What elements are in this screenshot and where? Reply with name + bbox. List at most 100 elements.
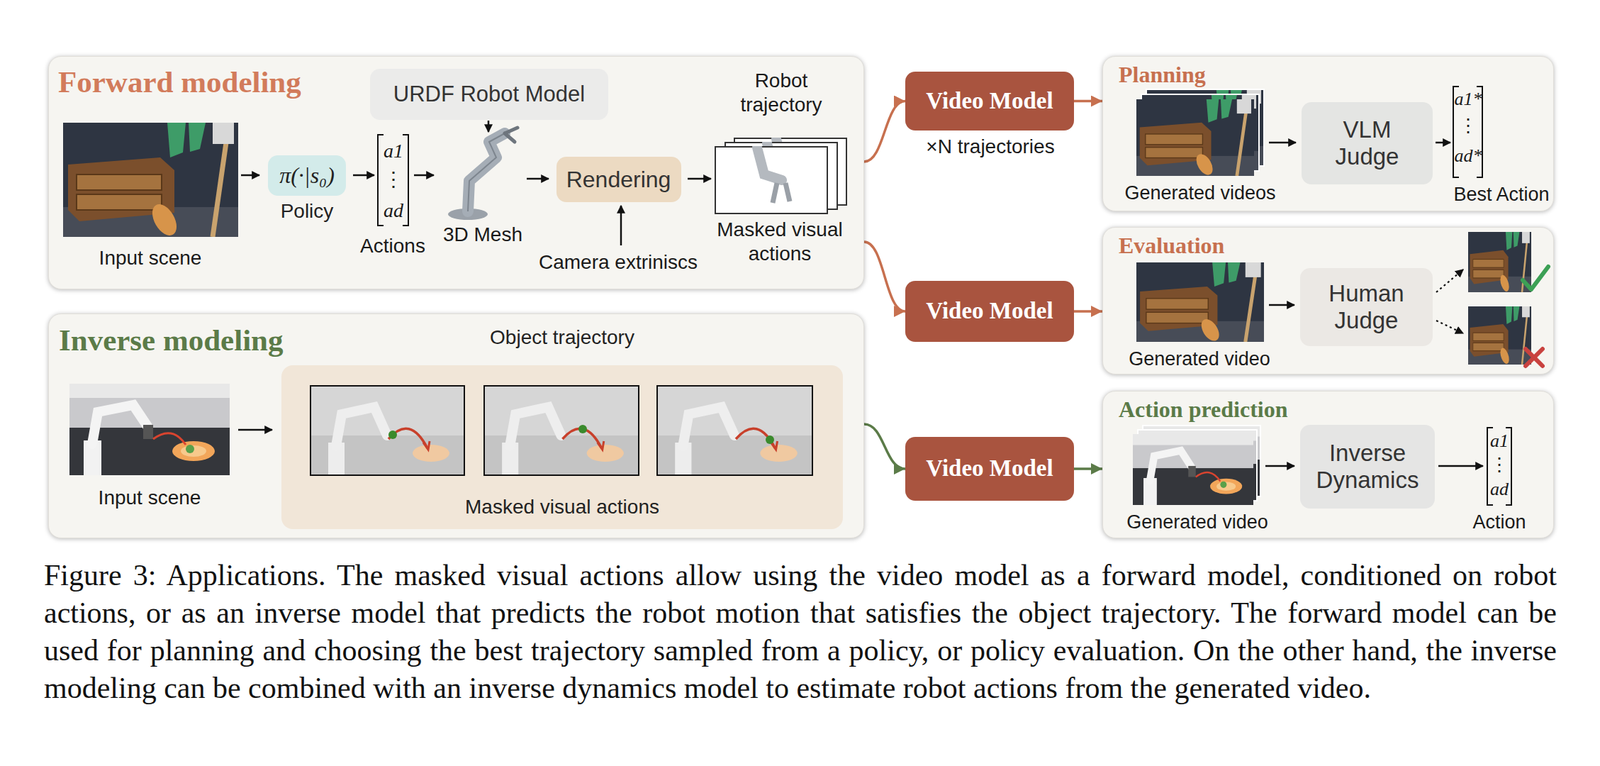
failure-cross [1525,348,1543,366]
flow-arrow [687,177,712,181]
box-label: π(·|s₀) [279,162,335,189]
flow-arrow [1268,141,1296,144]
generated-video-stack [1136,99,1255,178]
box-label: Video Model [925,455,1053,483]
video-model-box: Video Model [905,280,1074,342]
generated-video-stack [1132,425,1261,505]
annotation-label: Camera extriniscs [538,250,698,275]
masked-frame-stack [725,142,838,210]
panel-title: Evaluation [1118,231,1225,259]
robot-mesh [467,133,505,212]
flow-arrow [1438,465,1484,468]
flow-connector [1073,467,1103,471]
flow-arrow [1435,141,1451,144]
input-scene-image [63,122,239,240]
generated-video-stack [1132,433,1254,505]
masked-object-frame [310,385,465,475]
masked-object-frame [310,385,813,475]
vector-entry: a1 [1490,429,1509,452]
box-label: Video Model [925,87,1053,115]
generated-video-stack [1141,94,1260,173]
annotation-label: Input scene [98,485,202,510]
vector-entry: a1 [383,138,404,164]
vector-bracket [1453,86,1483,178]
flow-arrow [526,177,549,181]
panel-title: Inverse modeling [58,321,284,359]
band-label: Masked visual actions [465,494,660,519]
annotation-label: Actions [360,233,426,259]
judged-outcome-image [1468,306,1532,366]
masked-object-frame [765,435,775,444]
policy-box: π(·|s₀)Policy [267,155,346,196]
generated-video-stack [1146,89,1264,169]
robot-mesh [504,127,518,142]
generated-video-stack [1136,89,1264,178]
vector-entry: a1* [1454,87,1483,110]
video-model-box: Video Model [905,436,1074,501]
vector-entry: ⋮ [1458,114,1478,137]
flow-arrow [620,205,623,246]
annotation-label: Generated video [1126,510,1269,534]
masked-object-frame [388,430,397,439]
vector-bracket [1487,427,1512,505]
flow-arrow [238,428,273,432]
annotation-label: Robot trajectory [728,68,835,117]
masked-object-frame [657,385,813,475]
box-label: URDF Robot Model [393,81,585,108]
success-check [1522,266,1549,290]
generated-video-stack [1142,425,1261,497]
panel-title: Forward modeling [58,63,302,101]
flow-connector [1073,99,1103,103]
panel-title: Planning [1118,60,1206,88]
vector-entry: ⋮ [1490,453,1509,476]
judge-box: VLM Judge [1301,102,1433,185]
box-label: Video Model [925,297,1053,325]
input-scene-image [69,383,230,475]
flow-arrow [414,174,434,177]
annotation-label: Generated videos [1124,181,1276,205]
flow-arrow [1268,304,1295,307]
vector-entry: ⋮ [383,167,404,192]
annotation-label: Action [1472,510,1526,534]
flow-arrow [1265,465,1295,468]
figure-caption: Figure 3: Applications. The masked visua… [43,556,1557,707]
vector-entry: ad* [1454,144,1483,167]
flow-arrow [238,120,1484,466]
masked-frame-stack [734,138,847,205]
annotation-label: Best Action [1453,182,1549,206]
annotation-label: Input scene [99,245,203,271]
generated-video-stack [1137,429,1257,501]
band-heading: Object trajectory [489,325,635,350]
masked-object-frame [484,385,639,475]
flow-connector [1073,309,1103,313]
generated-video-stack [1137,429,1257,501]
vector-bracket [377,86,1512,505]
masked-frame-stack [715,138,847,214]
vector-bracket [377,134,409,226]
input-scene-image [69,383,230,475]
judge-box: Human Judge [1300,267,1433,346]
outcome-arrow [1436,269,1464,293]
generated-video-image [1136,262,1264,344]
flow-arrow [353,174,375,177]
panel-title: Action prediction [1118,395,1289,423]
masked-object-frame [657,385,813,475]
model-box: URDF Robot Model [370,68,609,120]
flow-arrow [487,120,490,132]
robot-mesh [467,133,505,212]
vector-entry: ad [1490,477,1509,500]
video-model-box: Video Model [905,71,1074,131]
masked-object-frame [310,385,465,475]
outcome-arrow [1436,320,1464,334]
generated-video-image [1136,262,1264,344]
process-box: Rendering [556,156,682,203]
generated-video-stack [1142,425,1261,497]
box-caption: Policy [280,199,334,224]
masked-actions-band: Object trajectoryMasked visual actions [281,365,843,529]
robot-mesh [448,127,518,220]
success-check [1522,266,1549,290]
masked-object-frame [578,424,587,434]
judged-outcome-image [1468,231,1532,366]
annotation-label: Masked visual actions [705,217,855,266]
